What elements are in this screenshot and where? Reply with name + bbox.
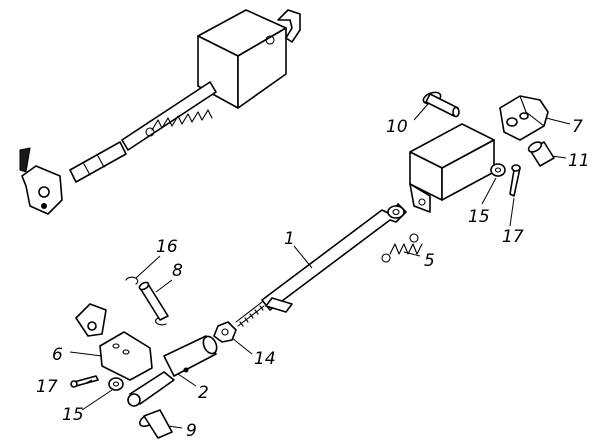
part-11-bushing	[527, 141, 555, 167]
assembled-linkage	[19, 9, 301, 215]
callout-14: 14	[254, 349, 276, 369]
callout-10: 10	[386, 117, 408, 137]
callout-17-right: 17	[502, 227, 524, 247]
callout-5: 5	[424, 251, 435, 271]
part-6-plate	[99, 331, 153, 381]
lower-fork	[75, 303, 107, 337]
part-7-fork	[499, 95, 549, 141]
part-2-clevis	[127, 335, 218, 407]
callout-16: 16	[156, 237, 178, 257]
bracket-box	[409, 123, 495, 213]
part-15-washer-left	[108, 377, 124, 391]
callout-11: 11	[568, 151, 590, 171]
callout-15-right: 15	[468, 207, 490, 227]
callout-17-left: 17	[36, 377, 58, 397]
callout-9: 9	[186, 421, 197, 441]
part-16-clip	[125, 276, 139, 285]
callout-15-left: 15	[62, 405, 84, 425]
callout-2: 2	[198, 383, 209, 403]
part-15-washer-right	[490, 163, 506, 177]
leader-lines	[69, 103, 571, 429]
callout-labels: 1 2 5 6 7 8 9 10 11 14 15 15 16 17 17	[36, 117, 590, 441]
part-5-spring	[381, 233, 423, 263]
callout-8: 8	[172, 261, 183, 281]
part-1-rod	[235, 203, 407, 327]
callout-6: 6	[52, 345, 63, 365]
part-10-pin	[422, 91, 460, 118]
assembled-spring	[145, 109, 213, 137]
part-14-nut	[213, 321, 237, 343]
part-17-cotter-left	[70, 375, 99, 388]
callout-7: 7	[572, 117, 583, 137]
part-9-pin	[139, 409, 173, 439]
part-17-cotter-right	[509, 164, 521, 197]
callout-1: 1	[284, 229, 295, 249]
part-8-pin	[138, 281, 169, 326]
